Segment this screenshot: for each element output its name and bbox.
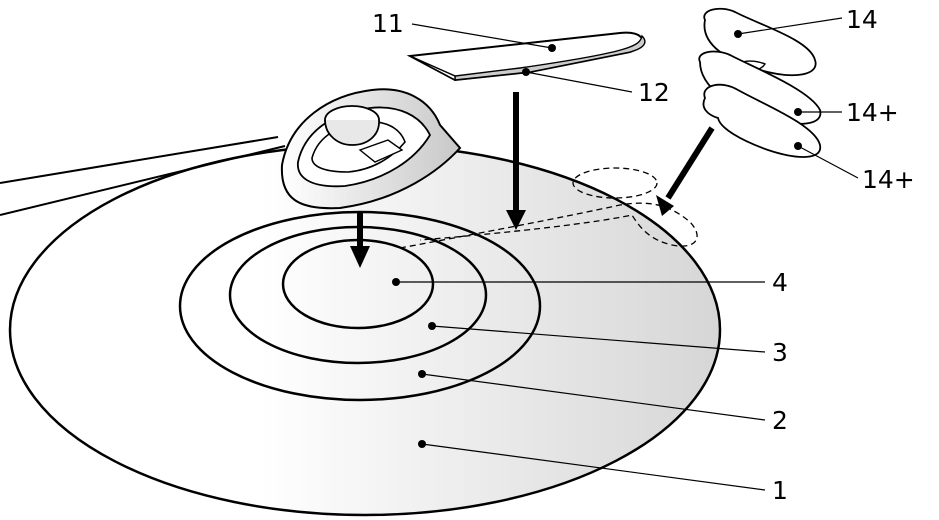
leader-14plus-mid — [794, 108, 842, 116]
leader-3 — [428, 322, 766, 353]
label-1: 1 — [772, 476, 788, 505]
dashed-outline — [399, 167, 698, 249]
leader-11 — [411, 23, 556, 52]
leader-14 — [734, 17, 843, 38]
arrow-top-to-base — [506, 92, 526, 230]
arrow-discs-to-base — [656, 126, 715, 216]
label-14plus-bottom: 14+ — [862, 165, 915, 194]
label-14: 14 — [846, 5, 878, 34]
label-14plus-mid: 14+ — [846, 98, 899, 127]
leader-1 — [418, 440, 766, 491]
leader-14plus-bottom — [794, 142, 859, 179]
insole-top-piece — [406, 31, 646, 82]
disc-stack — [698, 7, 822, 158]
leader-12 — [522, 68, 633, 93]
label-3: 3 — [772, 338, 788, 367]
pad-component — [280, 88, 462, 210]
leader-2 — [418, 370, 766, 421]
arrow-pad-to-center — [350, 212, 370, 268]
label-2: 2 — [772, 406, 788, 435]
label-4: 4 — [772, 268, 788, 297]
label-12: 12 — [638, 78, 670, 107]
leader-4 — [392, 278, 765, 286]
tongue-lines — [0, 136, 286, 216]
label-11: 11 — [372, 9, 404, 38]
